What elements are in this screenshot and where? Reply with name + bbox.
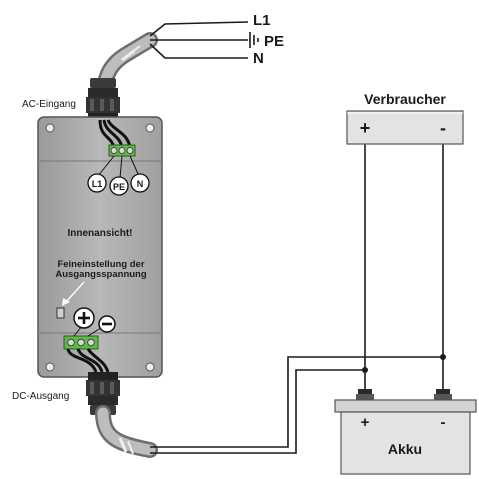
svg-text:N: N [137, 179, 144, 189]
terminal-label-n: N [130, 173, 150, 193]
fine-adjust-label-line1: Feineinstellung der [57, 259, 144, 270]
dc-cable [95, 405, 158, 458]
junction-negative [440, 354, 446, 360]
dc-terminal-block [63, 325, 110, 373]
ac-input-label: AC-Eingang [22, 99, 76, 110]
inside-view-label: Innenansicht! [67, 228, 132, 239]
consumer-minus: - [440, 118, 446, 138]
battery-minus: - [441, 414, 446, 431]
battery-label: Akku [388, 441, 422, 457]
junction-positive [362, 367, 368, 373]
battery-terminal-minus [434, 389, 452, 400]
ac-terminal-block [97, 119, 140, 179]
consumer-box [346, 110, 464, 145]
label-n: N [253, 50, 264, 67]
battery-body [334, 399, 477, 475]
voltage-potentiometer[interactable] [56, 307, 65, 319]
label-pe: PE [264, 33, 284, 50]
dc-wiring [150, 144, 444, 454]
fine-adjust-label-line2: Ausgangsspannung [55, 269, 147, 280]
battery-terminal-plus [356, 389, 374, 400]
battery-plus: + [361, 414, 370, 431]
dc-minus-symbol [98, 315, 116, 333]
svg-text:PE: PE [113, 182, 125, 192]
svg-text:L1: L1 [92, 179, 103, 189]
ground-symbol [249, 32, 259, 48]
ac-cable-gland [86, 78, 120, 121]
terminal-label-l1: L1 [87, 173, 107, 193]
label-l1: L1 [253, 12, 271, 29]
dc-output-label: DC-Ausgang [12, 391, 69, 402]
mains-wires [149, 21, 249, 59]
consumer-title: Verbraucher [364, 91, 446, 107]
charger-housing [37, 116, 163, 378]
adjust-arrow [62, 281, 85, 306]
consumer-plus: + [360, 118, 371, 138]
dc-plus-symbol [73, 307, 95, 329]
terminal-label-pe: PE [109, 176, 129, 196]
